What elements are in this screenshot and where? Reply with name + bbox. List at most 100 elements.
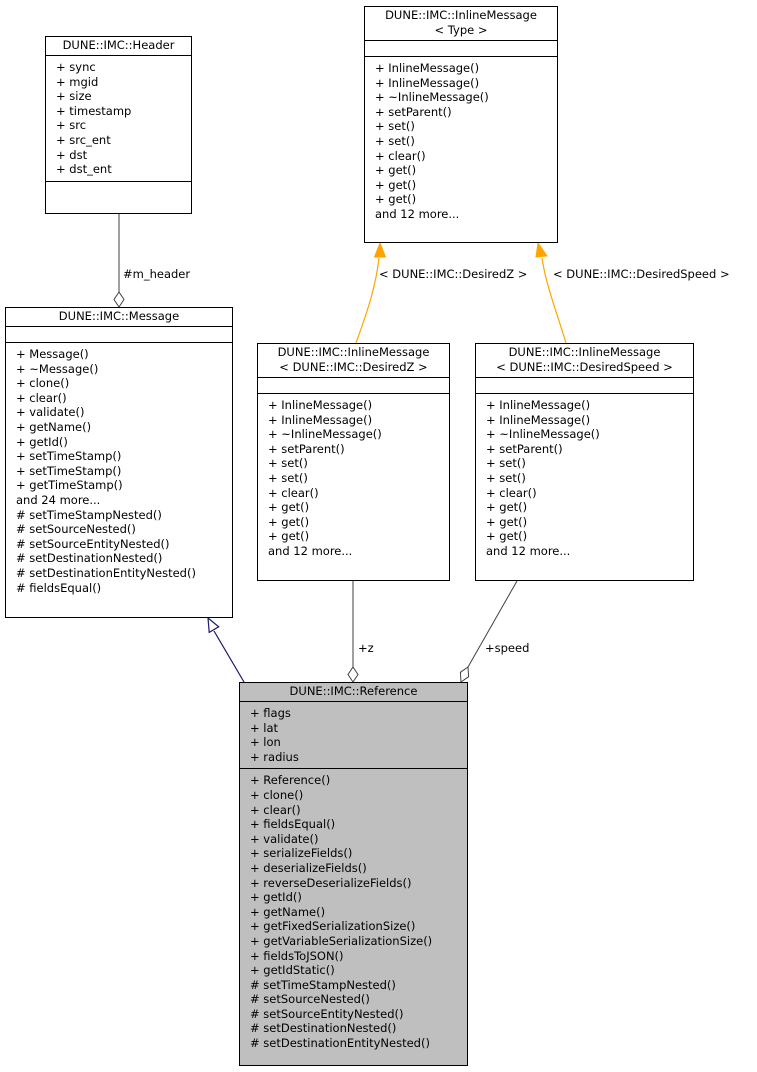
method-item: + ~Message() — [16, 361, 99, 376]
class-title-line: DUNE::IMC::InlineMessage — [277, 345, 430, 359]
inline-message-desiredspeed-class-box[interactable]: DUNE::IMC::InlineMessage< DUNE::IMC::Des… — [475, 343, 694, 581]
method-item: # fieldsEqual() — [16, 580, 102, 595]
method-item: + get() — [486, 514, 528, 529]
z-diamond — [347, 666, 359, 683]
method-item: + clear() — [486, 485, 537, 500]
method-item: + InlineMessage() — [375, 75, 480, 90]
class-title-line: < DUNE::IMC::DesiredZ > — [279, 360, 428, 374]
attribute-item: + dst_ent — [56, 162, 112, 177]
reference-class-box[interactable]: DUNE::IMC::Reference+ flags+ lat+ lon+ r… — [239, 682, 468, 1066]
desiredz-template-arrowhead — [373, 241, 387, 258]
method-item: + Reference() — [250, 773, 331, 788]
method-item: + clear() — [16, 390, 67, 405]
method-item: + set() — [375, 119, 415, 134]
class-title: DUNE::IMC::InlineMessage< DUNE::IMC::Des… — [476, 344, 693, 378]
attributes-compartment: + sync+ mgid+ size+ timestamp+ src+ src_… — [46, 56, 191, 182]
method-item: + setParent() — [268, 441, 345, 456]
method-item: + set() — [486, 456, 526, 471]
method-item: + get() — [375, 192, 417, 207]
method-item: + fieldsEqual() — [250, 817, 336, 832]
class-title: DUNE::IMC::Reference — [240, 683, 467, 702]
method-item: # setTimeStampNested() — [250, 977, 396, 992]
method-item: + get() — [268, 514, 310, 529]
method-item: + fieldsToJSON() — [250, 948, 344, 963]
method-item: + getName() — [16, 419, 92, 434]
method-item: + set() — [268, 470, 308, 485]
method-item: + clear() — [375, 148, 426, 163]
method-item: + getId() — [16, 434, 68, 449]
method-item: + get() — [375, 163, 417, 178]
attribute-item: + size — [56, 89, 92, 104]
class-title-line: DUNE::IMC::Header — [62, 38, 175, 52]
methods-compartment — [46, 182, 191, 197]
method-item: + InlineMessage() — [375, 61, 480, 75]
attribute-item: + sync — [56, 60, 96, 74]
method-item: + set() — [486, 470, 526, 485]
class-title-line: < DUNE::IMC::DesiredSpeed > — [496, 360, 673, 374]
desiredz-template-label: < DUNE::IMC::DesiredZ > — [379, 267, 528, 281]
methods-compartment: + InlineMessage()+ InlineMessage()+ ~Inl… — [476, 394, 693, 563]
method-item: + validate() — [250, 831, 319, 846]
method-item: + get() — [486, 500, 528, 515]
method-item: and 24 more... — [16, 492, 101, 507]
z-label: +z — [358, 641, 374, 655]
attributes-compartment — [476, 378, 693, 394]
methods-compartment: + Reference()+ clone()+ clear()+ fieldsE… — [240, 769, 467, 1054]
desiredspeed-template-arrowhead — [535, 241, 548, 258]
attribute-item: + src_ent — [56, 132, 111, 147]
method-item: + InlineMessage() — [486, 398, 591, 412]
method-item: + set() — [268, 456, 308, 471]
method-item: + setTimeStamp() — [16, 463, 122, 478]
method-item: # setSourceNested() — [16, 522, 136, 537]
method-item: + Message() — [16, 347, 89, 361]
class-title-line: DUNE::IMC::InlineMessage — [385, 8, 537, 22]
method-item: # setSourceNested() — [250, 992, 370, 1007]
method-item: # setSourceEntityNested() — [16, 536, 170, 551]
methods-compartment: + Message()+ ~Message()+ clone()+ clear(… — [6, 343, 232, 599]
method-item: + InlineMessage() — [486, 412, 591, 427]
attribute-item: + timestamp — [56, 103, 132, 118]
method-item: + clear() — [268, 485, 319, 500]
method-item: # setDestinationNested() — [16, 551, 163, 566]
method-item: and 12 more... — [268, 543, 353, 558]
inline-message-type-class-box[interactable]: DUNE::IMC::InlineMessage< Type >+ Inline… — [364, 6, 558, 243]
attributes-compartment — [258, 378, 449, 394]
attribute-item: + lon — [250, 735, 281, 750]
class-title: DUNE::IMC::Header — [46, 37, 191, 56]
m-header-label: #m_header — [123, 267, 191, 281]
methods-compartment: + InlineMessage()+ InlineMessage()+ ~Inl… — [258, 394, 449, 563]
method-item: + ~InlineMessage() — [268, 427, 382, 442]
speed-label: +speed — [485, 641, 530, 655]
inline-message-desiredz-class-box[interactable]: DUNE::IMC::InlineMessage< DUNE::IMC::Des… — [257, 343, 450, 581]
speed-edge — [467, 580, 518, 668]
attributes-compartment — [365, 41, 557, 57]
method-item: # setDestinationEntityNested() — [250, 1036, 430, 1051]
message-class-box[interactable]: DUNE::IMC::Message+ Message()+ ~Message(… — [5, 307, 233, 618]
method-item: + validate() — [16, 405, 85, 420]
method-item: + getIdStatic() — [250, 963, 335, 978]
method-item: # setSourceEntityNested() — [250, 1006, 404, 1021]
header-class-box[interactable]: DUNE::IMC::Header+ sync+ mgid+ size+ tim… — [45, 36, 192, 214]
method-item: + getName() — [250, 904, 326, 919]
method-item: + setParent() — [486, 441, 563, 456]
method-item: + get() — [268, 529, 310, 544]
method-item: + getFixedSerializationSize() — [250, 919, 416, 934]
method-item: + getTimeStamp() — [16, 478, 123, 493]
speed-diamond — [459, 666, 470, 683]
method-item: and 12 more... — [375, 206, 460, 221]
method-item: + getVariableSerializationSize() — [250, 933, 433, 948]
method-item: # setDestinationNested() — [250, 1021, 397, 1036]
attribute-item: + src — [56, 118, 87, 133]
method-item: + setParent() — [375, 104, 452, 119]
method-item: + get() — [268, 500, 310, 515]
class-title-line: DUNE::IMC::InlineMessage — [508, 345, 661, 359]
method-item: + deserializeFields() — [250, 860, 367, 875]
method-item: + set() — [375, 133, 415, 148]
method-item: + clone() — [250, 787, 304, 802]
method-item: + setTimeStamp() — [16, 449, 122, 464]
attribute-item: + lat — [250, 720, 279, 735]
method-item: # setDestinationEntityNested() — [16, 565, 196, 580]
method-item: and 12 more... — [486, 543, 571, 558]
